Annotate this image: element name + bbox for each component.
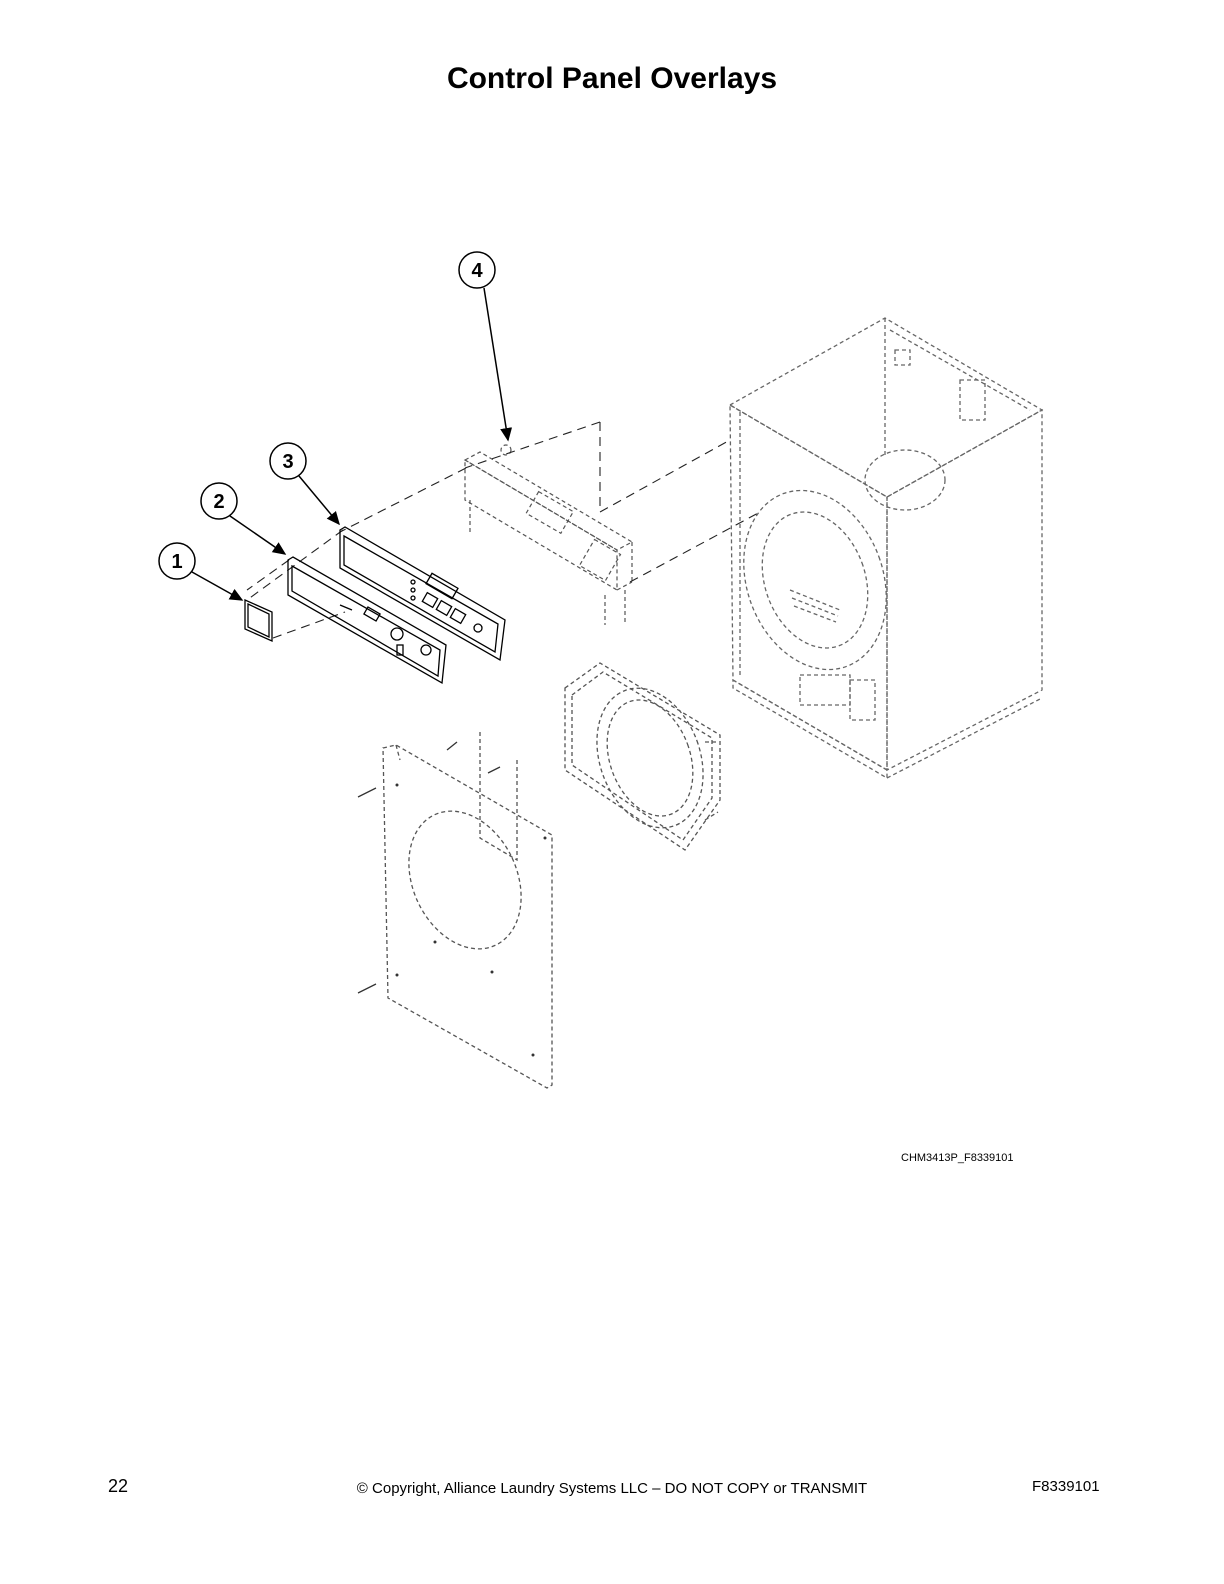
alignment-lines [246, 421, 761, 639]
callout-1: 1 [158, 542, 244, 601]
overlay-2 [287, 556, 447, 685]
callout-4-number: 4 [471, 260, 483, 282]
document-number: F8339101 [1032, 1478, 1100, 1495]
control-panel-bracket [463, 444, 634, 625]
front-panel [382, 732, 553, 1089]
drum-bulkhead [564, 662, 721, 851]
page-number: 22 [108, 1476, 129, 1496]
callout-2: 2 [200, 482, 287, 555]
overlay-1 [244, 598, 273, 643]
callout-2-number: 2 [213, 491, 224, 513]
overlay-3 [339, 526, 506, 662]
copyright-notice: © Copyright, Alliance Laundry Systems LL… [356, 1480, 868, 1497]
panel-screws [357, 741, 501, 994]
callout-3: 3 [269, 442, 340, 526]
callout-3-number: 3 [282, 451, 293, 473]
panel-holes [395, 783, 547, 1057]
callout-1-number: 1 [171, 551, 182, 573]
page-title: Control Panel Overlays [446, 62, 778, 95]
cabinet [728, 317, 1044, 780]
callout-4: 4 [458, 251, 513, 442]
drawing-id: CHM3413P_F8339101 [901, 1152, 1014, 1164]
